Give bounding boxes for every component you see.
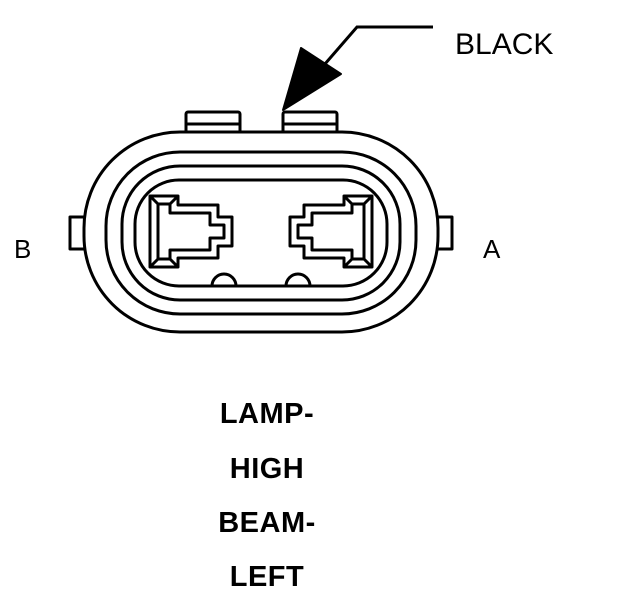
callout-label: BLACK: [455, 28, 553, 61]
callout-arrow: [282, 25, 433, 111]
caption-line-4: LEFT: [229, 561, 305, 593]
pin-label-a: A: [483, 234, 501, 264]
terminal-a: [288, 194, 374, 269]
housing-cavity: [133, 178, 389, 288]
key-bump-right: [284, 272, 312, 287]
terminal-b: [148, 194, 234, 269]
housing-outer: [82, 130, 440, 334]
key-bump-left: [210, 272, 238, 287]
caption-line-1: LAMP-: [219, 398, 315, 430]
caption-line-3: BEAM-: [218, 507, 316, 539]
housing-ring-3: [120, 164, 402, 302]
caption-line-2: HIGH: [229, 453, 305, 485]
housing-ring-2: [104, 150, 418, 316]
pin-label-b: B: [14, 234, 31, 264]
